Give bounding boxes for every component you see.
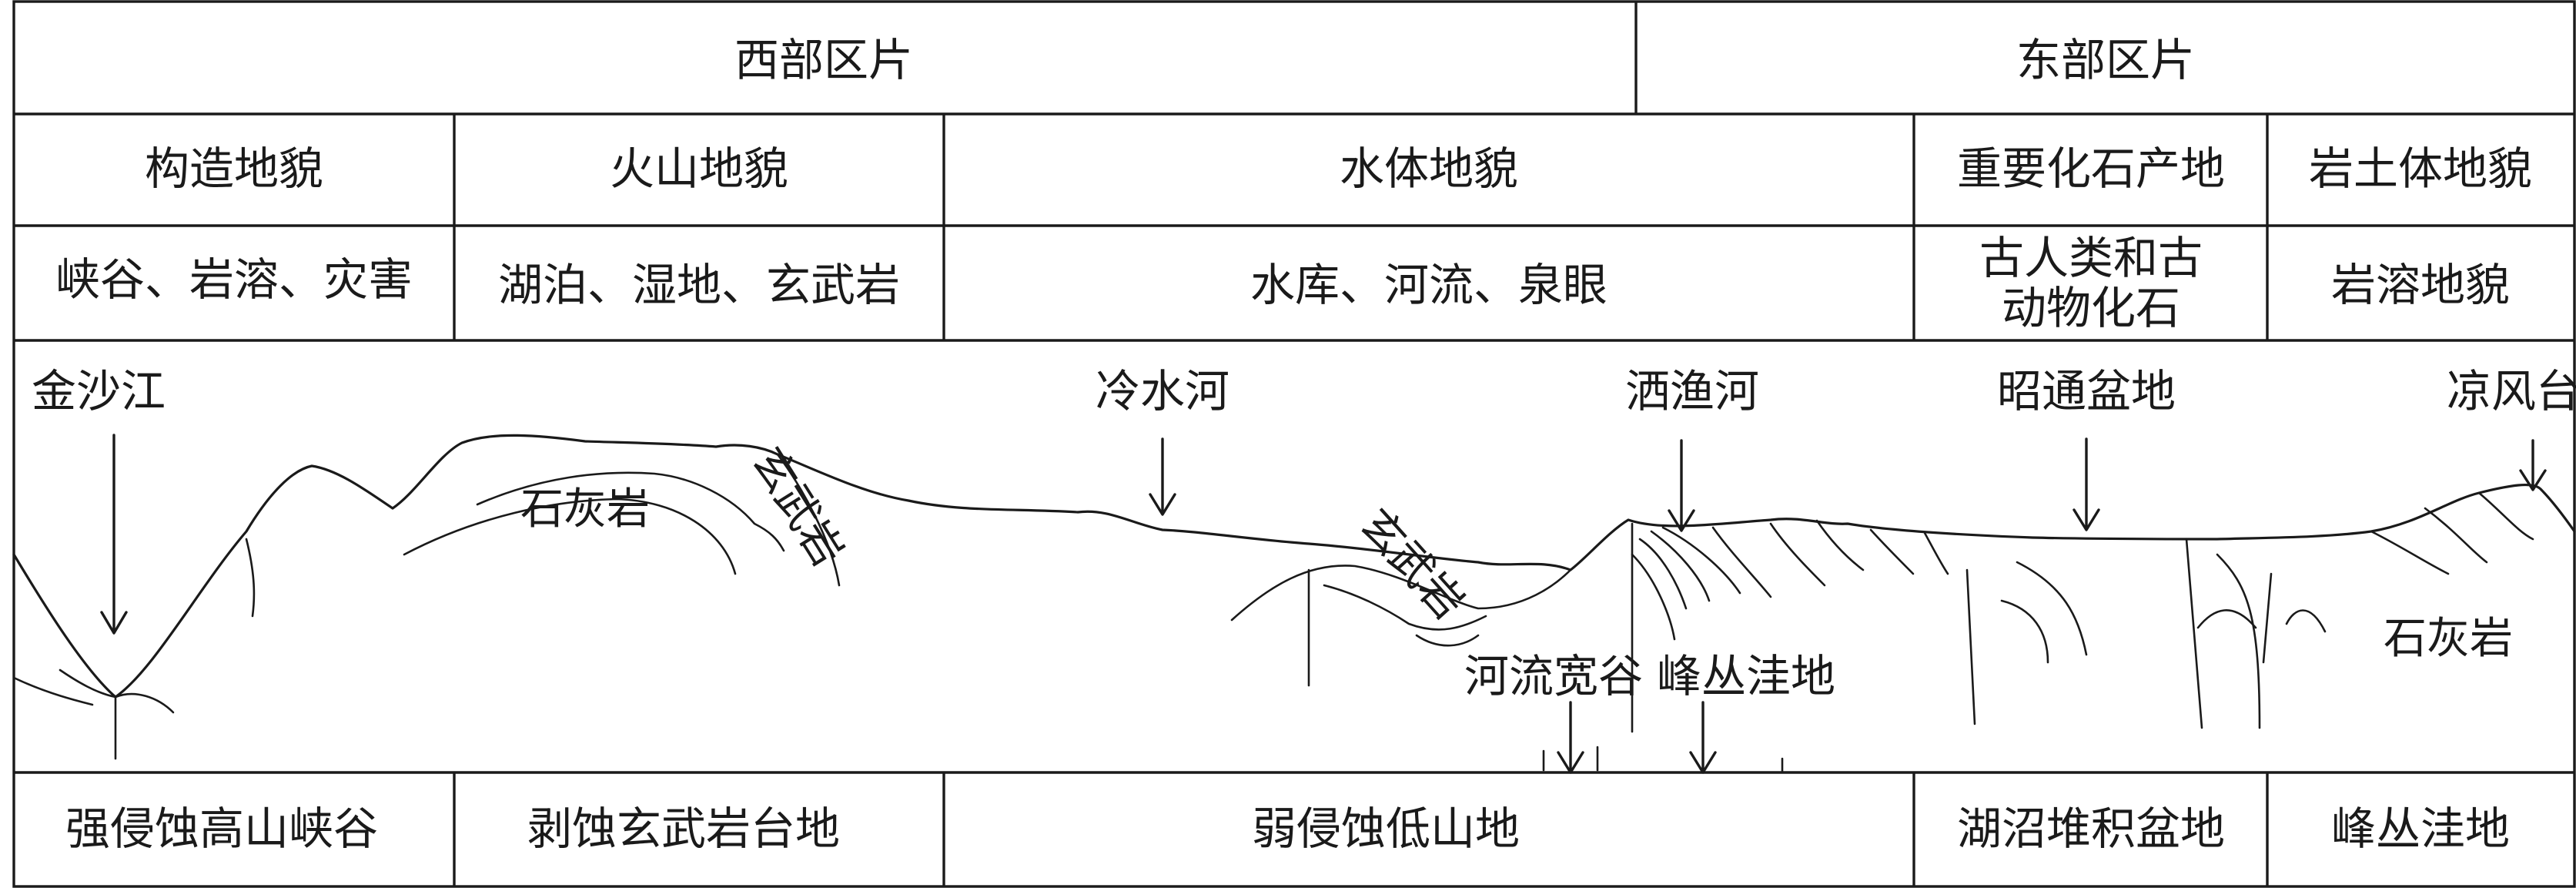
region-east: 东部区片 — [2016, 34, 2195, 86]
example-structural: 峡谷、岩溶、灾害 — [55, 253, 413, 306]
fault-east-4 — [2262, 572, 2273, 664]
region-west: 西部区片 — [734, 34, 913, 86]
example-volcanic: 湖泊、湿地、玄武岩 — [498, 259, 900, 311]
label-liangfeng: 凉风台 — [2447, 365, 2576, 417]
label-karst: 峰丛洼地 — [1657, 650, 1835, 702]
terrain-profile — [12, 434, 2576, 774]
east-fold-3 — [2196, 609, 2257, 629]
type-volcanic: 火山地貌 — [610, 142, 788, 195]
label-limestone-west: 石灰岩 — [520, 484, 650, 534]
gorge-line-3 — [12, 676, 94, 706]
outer-border — [12, 0, 2576, 888]
arrow-liangfeng — [2519, 439, 2547, 491]
east-fold-2 — [2016, 561, 2088, 656]
type-fossil: 重要化石产地 — [1957, 142, 2225, 195]
base-ticks — [1542, 746, 1784, 774]
example-water: 水库、河流、泉眼 — [1250, 259, 1607, 311]
fold-3 — [1661, 526, 1741, 595]
gorge-line-2 — [114, 692, 175, 714]
landform-a: 强侵蚀高山峡谷 — [65, 803, 378, 855]
type-water: 水体地貌 — [1340, 142, 1518, 195]
fold-7 — [1815, 519, 1865, 571]
label-limestone-east: 石灰岩 — [2384, 614, 2513, 664]
fold-4 — [1631, 553, 1676, 641]
type-rock-soil: 岩土体地貌 — [2309, 142, 2532, 195]
landform-e: 峰丛洼地 — [2331, 803, 2510, 855]
fold-8 — [1869, 528, 1915, 575]
table-grid — [12, 0, 2576, 888]
arrow-jinsha — [100, 434, 128, 635]
label-jinsha: 金沙江 — [32, 365, 166, 417]
arrow-zhaotong — [2073, 437, 2100, 531]
basalt-syncline-mid — [1323, 584, 1487, 631]
east-fold-5 — [2370, 530, 2450, 575]
fold-6 — [1769, 522, 1826, 587]
arrow-valley — [1557, 701, 1584, 774]
label-zhaotong: 昭通盆地 — [1997, 365, 2176, 417]
limestone-layer-bottom — [403, 498, 737, 575]
limestone-layer-top — [476, 471, 785, 552]
basalt-syncline-top — [1230, 565, 1572, 622]
fold-2 — [1650, 530, 1711, 602]
gorge-line-1 — [59, 669, 117, 699]
fault-east-1 — [1965, 568, 1976, 725]
label-basalt-mid: 玄武岩 — [1350, 499, 1474, 628]
type-structural: 构造地貌 — [145, 142, 323, 195]
landform-b: 剥蚀玄武岩台地 — [527, 803, 840, 855]
landform-d: 湖沼堆积盆地 — [1957, 803, 2225, 855]
fold-5 — [1711, 526, 1772, 598]
east-fold-4 — [2285, 609, 2327, 633]
example-rock-soil: 岩溶地貌 — [2331, 259, 2510, 311]
terrain-surface — [12, 434, 2576, 699]
fold-9 — [1923, 531, 1949, 575]
basalt-layer-west — [776, 453, 841, 587]
label-basalt-west: 玄武岩 — [742, 439, 853, 575]
arrows — [100, 434, 2547, 774]
east-fold-1 — [2000, 599, 2049, 664]
landform-c: 弱侵蚀低山地 — [1252, 803, 1520, 855]
basalt-syncline-low — [1415, 634, 1480, 647]
example-fossil-line2: 动物化石 — [2002, 282, 2180, 334]
example-fossil-line1: 古人类和古 — [1979, 232, 2203, 284]
gorge-fault — [245, 538, 256, 618]
east-fold-7 — [2477, 491, 2534, 541]
fold-1 — [1638, 538, 1688, 610]
label-valley: 河流宽谷 — [1464, 650, 1643, 702]
fault-east-3 — [2216, 553, 2261, 729]
arrow-karst — [1689, 701, 1717, 774]
east-fold-6 — [2424, 507, 2488, 564]
arrow-lengshui — [1149, 437, 1176, 516]
fault-east-2 — [2185, 538, 2203, 729]
arrow-sayu — [1668, 439, 1695, 532]
label-sayu: 洒渔河 — [1625, 365, 1759, 417]
label-lengshui: 冷水河 — [1096, 365, 1229, 417]
